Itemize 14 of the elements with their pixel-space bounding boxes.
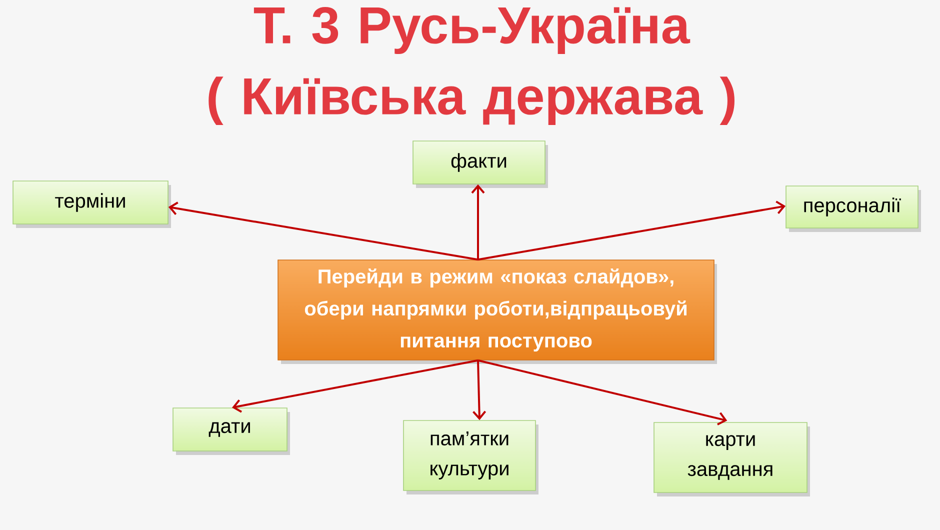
topic-box: персоналії bbox=[786, 186, 921, 232]
topic-box: терміни bbox=[12, 180, 171, 228]
arrow bbox=[478, 359, 728, 426]
title: Т. 3 Русь-Україна ( Київська держава ) bbox=[208, 6, 734, 126]
arrow bbox=[478, 200, 786, 261]
arrow bbox=[471, 184, 485, 260]
topic-box: дати bbox=[172, 408, 290, 455]
topic-box: карти завдання bbox=[654, 422, 810, 496]
arrow bbox=[472, 360, 486, 420]
arrow bbox=[232, 359, 478, 413]
topic-box: пам’ятки культури bbox=[403, 420, 538, 494]
arrow bbox=[168, 202, 478, 261]
instruction-box: Перейди в режим «показ слайдов», обери напрямки роботи,відпрацьовуй питання поступово bbox=[278, 260, 717, 364]
topic-box: факти bbox=[412, 140, 548, 188]
